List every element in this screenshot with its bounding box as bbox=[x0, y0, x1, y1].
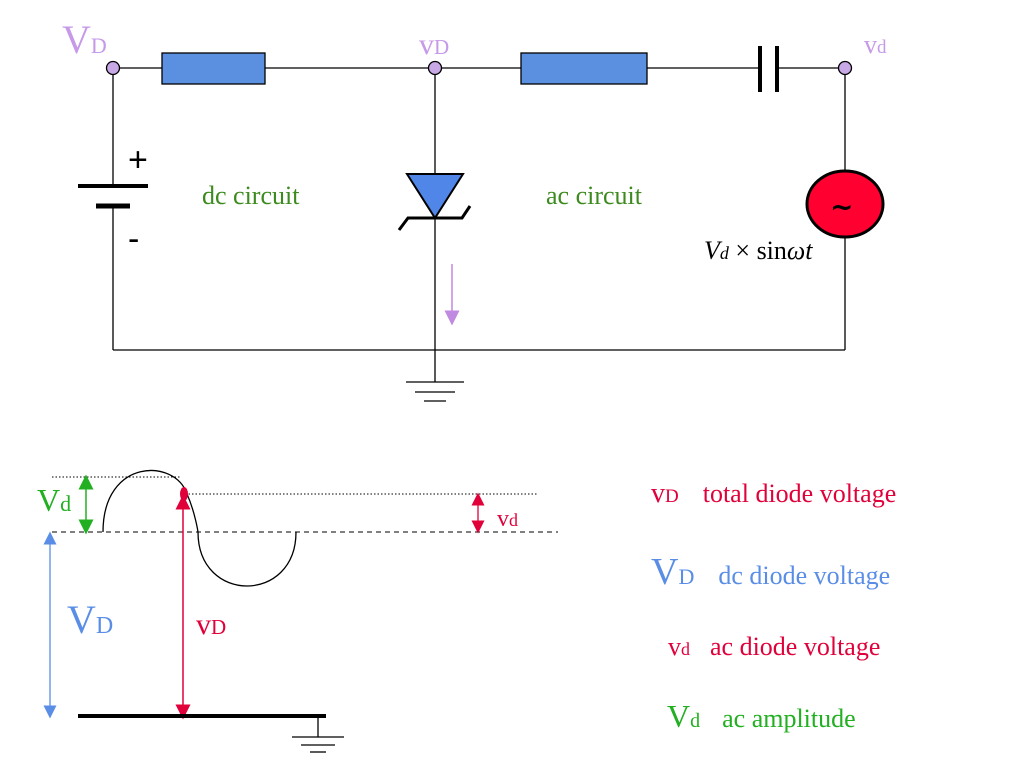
resistor-ac bbox=[520, 52, 648, 85]
amplitude-label: Vd bbox=[37, 482, 72, 518]
node-right-label: vd bbox=[864, 30, 887, 59]
zener-diode bbox=[397, 173, 472, 231]
sine-waveform bbox=[102, 469, 297, 587]
battery bbox=[78, 184, 148, 209]
ground-waveform bbox=[292, 716, 344, 753]
capacitor bbox=[758, 46, 779, 92]
battery-minus-sign: - bbox=[128, 220, 140, 258]
ac-source bbox=[805, 169, 885, 239]
dc-voltage-label: VD bbox=[67, 597, 114, 642]
ac-voltage-label: vd bbox=[497, 506, 518, 532]
node-mid-label: vD bbox=[419, 28, 450, 61]
ground-circuit bbox=[406, 381, 464, 402]
source-expression: Vd × sinωt bbox=[704, 236, 813, 265]
ac-circuit-label: ac circuit bbox=[546, 181, 642, 210]
circuit-wires bbox=[112, 67, 846, 382]
ac-source-symbol: ~ bbox=[830, 190, 854, 223]
node-left-label: VD bbox=[62, 17, 107, 62]
node-right bbox=[837, 60, 853, 76]
operating-point bbox=[180, 487, 188, 501]
node-mid bbox=[427, 60, 443, 76]
node-left bbox=[105, 60, 121, 76]
resistor-dc bbox=[161, 52, 266, 85]
dc-circuit-label: dc circuit bbox=[202, 181, 300, 210]
total-voltage-label: vD bbox=[196, 608, 227, 641]
battery-plus-sign: + bbox=[128, 141, 148, 179]
